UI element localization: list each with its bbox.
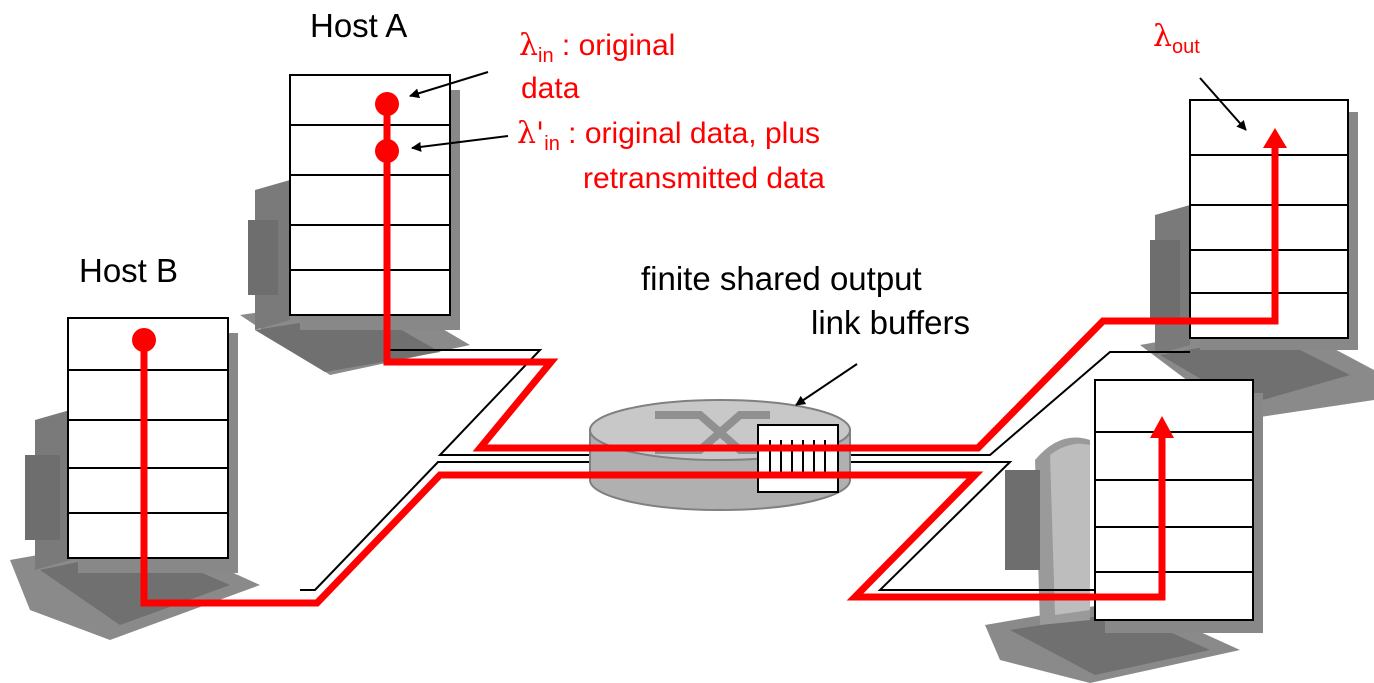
dot-lambda-in-prime — [375, 139, 399, 163]
lambda-symbol: λ — [519, 28, 539, 63]
lambda-out-label: λout — [1153, 19, 1200, 58]
lambda-out-symbol: λ — [1153, 19, 1173, 54]
lambda-prime-symbol: λ' — [517, 116, 545, 151]
output-link-buffer — [757, 424, 839, 493]
arrowhead-lambda-out — [1263, 128, 1287, 148]
callout-arrows — [409, 71, 1247, 406]
flow-host-a — [383, 104, 1279, 452]
dot-lambda-in — [375, 92, 399, 116]
destination-computer-top — [1140, 99, 1374, 420]
flow-host-b — [140, 340, 1166, 607]
host-a-computer — [240, 74, 470, 375]
lambda-in-text: : original — [553, 29, 676, 62]
lambda-in-label: λin : original — [519, 28, 676, 67]
buffers-label-line2: link buffers — [811, 304, 970, 341]
lambda-in-prime-text: : original data, plus — [559, 117, 820, 150]
host-b-computer — [10, 317, 260, 640]
destination-computer-bottom — [985, 379, 1263, 683]
lambda-in-prime-text-line2: retransmitted data — [583, 162, 825, 195]
lambda-in-text-line2: data — [521, 72, 580, 105]
host-b-label: Host B — [79, 252, 179, 289]
buffers-label-line1: finite shared output — [641, 260, 922, 297]
arrowhead-host-b-destination — [1150, 416, 1174, 438]
lambda-in-subscript: in — [538, 45, 554, 67]
network-links — [300, 349, 1190, 591]
dot-host-b-source — [132, 328, 156, 352]
lambda-in-prime-subscript: in — [544, 133, 560, 155]
host-a-label: Host A — [310, 7, 408, 44]
lambda-in-prime-label: λ'in : original data, plus — [517, 116, 820, 155]
lambda-out-subscript: out — [1172, 36, 1200, 58]
